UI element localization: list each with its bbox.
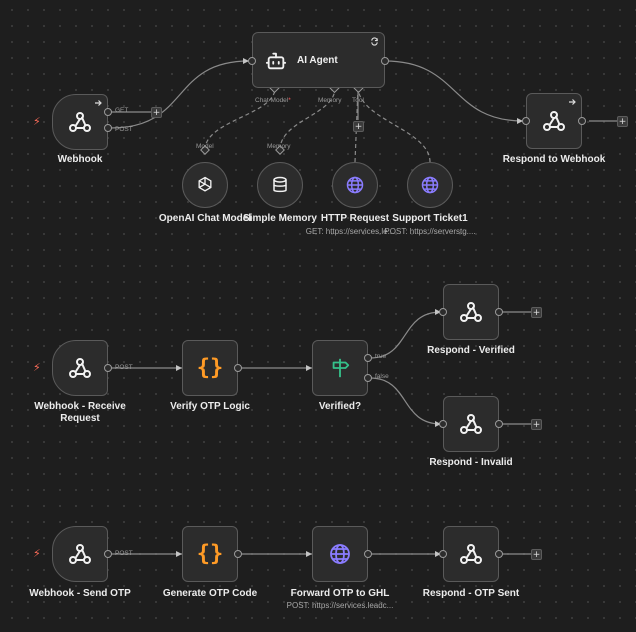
chat-model-port-label: Chat Model*	[255, 97, 291, 104]
connection-memory-agent	[279, 87, 336, 151]
connection-model-agent	[204, 87, 276, 151]
http-request-node[interactable]	[332, 162, 378, 208]
respond-to-webhook-node[interactable]	[526, 93, 582, 149]
add-tool-button[interactable]: +	[353, 121, 364, 132]
ai-agent-title: AI Agent	[297, 55, 338, 66]
respond-invalid-label: Respond - Invalid	[429, 457, 513, 468]
http-request-sub: GET: https://services.le...	[305, 227, 395, 236]
forward-otp-label: Forward OTP to GHL	[290, 588, 390, 599]
connection-true-verified	[369, 311, 442, 359]
trigger-bolt-icon: ⚡	[33, 547, 41, 560]
verified-if-node[interactable]	[312, 340, 368, 396]
support-ticket-sub: POST: https://serverstg....	[384, 227, 476, 236]
forward-otp-sub: POST: https://services.leadc...	[286, 601, 394, 610]
true-port-label: true	[375, 353, 387, 360]
webhook-label: Webhook	[57, 154, 103, 165]
webhook-icon	[459, 300, 483, 324]
generate-otp-code-node[interactable]: {}	[182, 526, 238, 582]
false-port-label: false	[375, 373, 389, 380]
trigger-bolt-icon: ⚡	[33, 361, 41, 374]
memory-subport-label: Memory	[267, 143, 291, 150]
openai-chat-model-label: OpenAI Chat Model	[158, 213, 252, 224]
webhook-icon	[459, 542, 483, 566]
add-node-button[interactable]: +	[531, 419, 542, 430]
webhook-icon	[459, 412, 483, 436]
globe-icon	[328, 542, 352, 566]
webhook-icon	[68, 110, 92, 134]
respond-invalid-node[interactable]	[443, 396, 499, 452]
connection-ticket-tool	[357, 87, 431, 163]
support-ticket-label: Support Ticket1	[392, 213, 468, 224]
forward-otp-node[interactable]	[312, 526, 368, 582]
arrow-icon	[95, 100, 102, 106]
simple-memory-node[interactable]	[257, 162, 303, 208]
robot-icon	[265, 50, 287, 77]
add-node-button[interactable]: +	[617, 116, 628, 127]
globe-icon	[420, 175, 440, 195]
add-node-button[interactable]: +	[531, 549, 542, 560]
post-port-label: POST	[115, 364, 133, 371]
globe-icon	[345, 175, 365, 195]
respond-otp-sent-node[interactable]	[443, 526, 499, 582]
webhook-receive-node[interactable]	[52, 340, 108, 396]
memory-port-label: Memory	[318, 97, 342, 104]
webhook-send-otp-label: Webhook - Send OTP	[29, 588, 131, 599]
model-port-label: Model	[196, 143, 214, 150]
verified-label: Verified?	[318, 401, 362, 412]
webhook-icon	[68, 542, 92, 566]
http-request-label: HTTP Request	[320, 213, 390, 224]
post-port-label: POST	[115, 126, 133, 133]
verify-otp-logic-label: Verify OTP Logic	[170, 401, 250, 412]
database-icon	[271, 176, 289, 194]
add-node-button[interactable]: +	[531, 307, 542, 318]
add-node-button[interactable]: +	[151, 107, 162, 118]
connection-false-invalid	[369, 377, 442, 425]
arrow-icon	[569, 99, 576, 105]
simple-memory-label: Simple Memory	[243, 213, 317, 224]
trigger-bolt-icon: ⚡	[33, 115, 41, 128]
openai-icon	[195, 175, 215, 195]
openai-chat-model-node[interactable]	[182, 162, 228, 208]
braces-icon: {}	[196, 541, 224, 567]
webhook-node[interactable]	[52, 94, 108, 150]
connection-webhook-agent	[110, 60, 250, 129]
verify-otp-logic-node[interactable]: {}	[182, 340, 238, 396]
post-port-label: POST	[115, 550, 133, 557]
ai-agent-node[interactable]: AI Agent	[252, 32, 385, 88]
support-ticket-node[interactable]	[407, 162, 453, 208]
refresh-icon	[371, 37, 378, 46]
tool-port-label: Tool	[352, 97, 364, 104]
webhook-icon	[68, 356, 92, 380]
respond-verified-label: Respond - Verified	[427, 345, 515, 356]
webhook-send-otp-node[interactable]	[52, 526, 108, 582]
webhook-icon	[542, 109, 566, 133]
signpost-icon	[329, 357, 351, 379]
respond-otp-sent-label: Respond - OTP Sent	[422, 588, 520, 599]
webhook-receive-label: Webhook - Receive Request	[34, 401, 126, 424]
generate-otp-code-label: Generate OTP Code	[162, 588, 258, 599]
respond-verified-node[interactable]	[443, 284, 499, 340]
braces-icon: {}	[196, 355, 224, 381]
respond-to-webhook-label: Respond to Webhook	[502, 154, 606, 165]
get-port-label: GET	[115, 107, 129, 114]
connection-agent-respond	[384, 60, 524, 122]
